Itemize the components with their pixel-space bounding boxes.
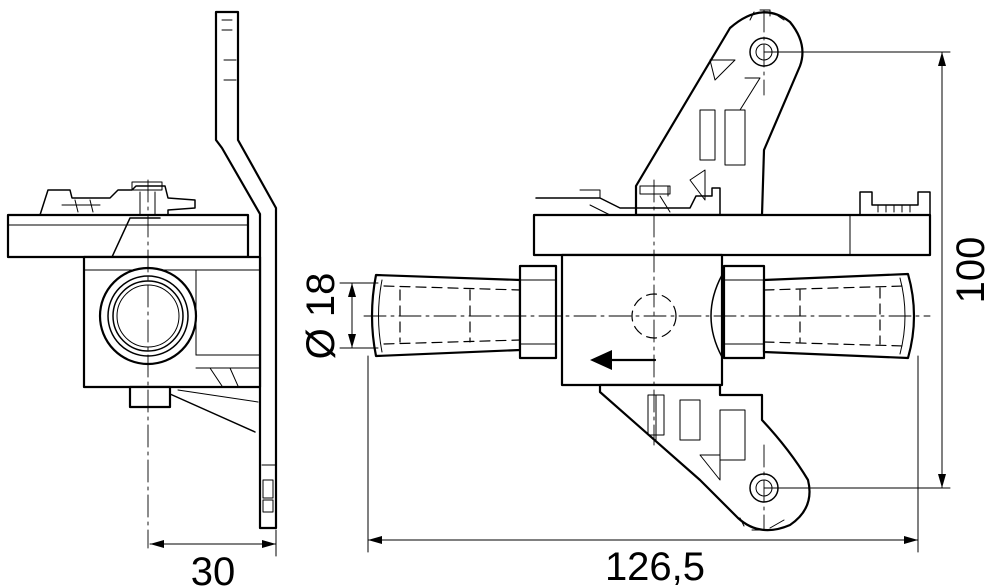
front-top-plate: [532, 213, 932, 257]
side-clip: [39, 185, 196, 216]
front-lower-arm: [598, 383, 811, 532]
dimension-100-label: 100: [949, 237, 993, 304]
dimension-100: 100: [763, 51, 993, 489]
dimension-30-label: 30: [191, 550, 236, 587]
dimension-diameter-18: Ø 18: [299, 273, 379, 360]
front-view: [363, 9, 932, 532]
front-clip: [535, 187, 721, 216]
flow-arrow: [590, 350, 657, 370]
front-valve-body: [560, 253, 724, 387]
dimension-30: 30: [149, 529, 277, 587]
dimension-126-5: 126,5: [367, 355, 919, 587]
front-left-pipe: [370, 273, 522, 358]
side-view: [6, 10, 278, 549]
front-upper-arm: [634, 11, 804, 217]
side-bracket: [214, 10, 278, 530]
dimension-126-5-label: 126,5: [605, 545, 705, 587]
dimension-diameter-label: Ø 18: [299, 273, 343, 360]
